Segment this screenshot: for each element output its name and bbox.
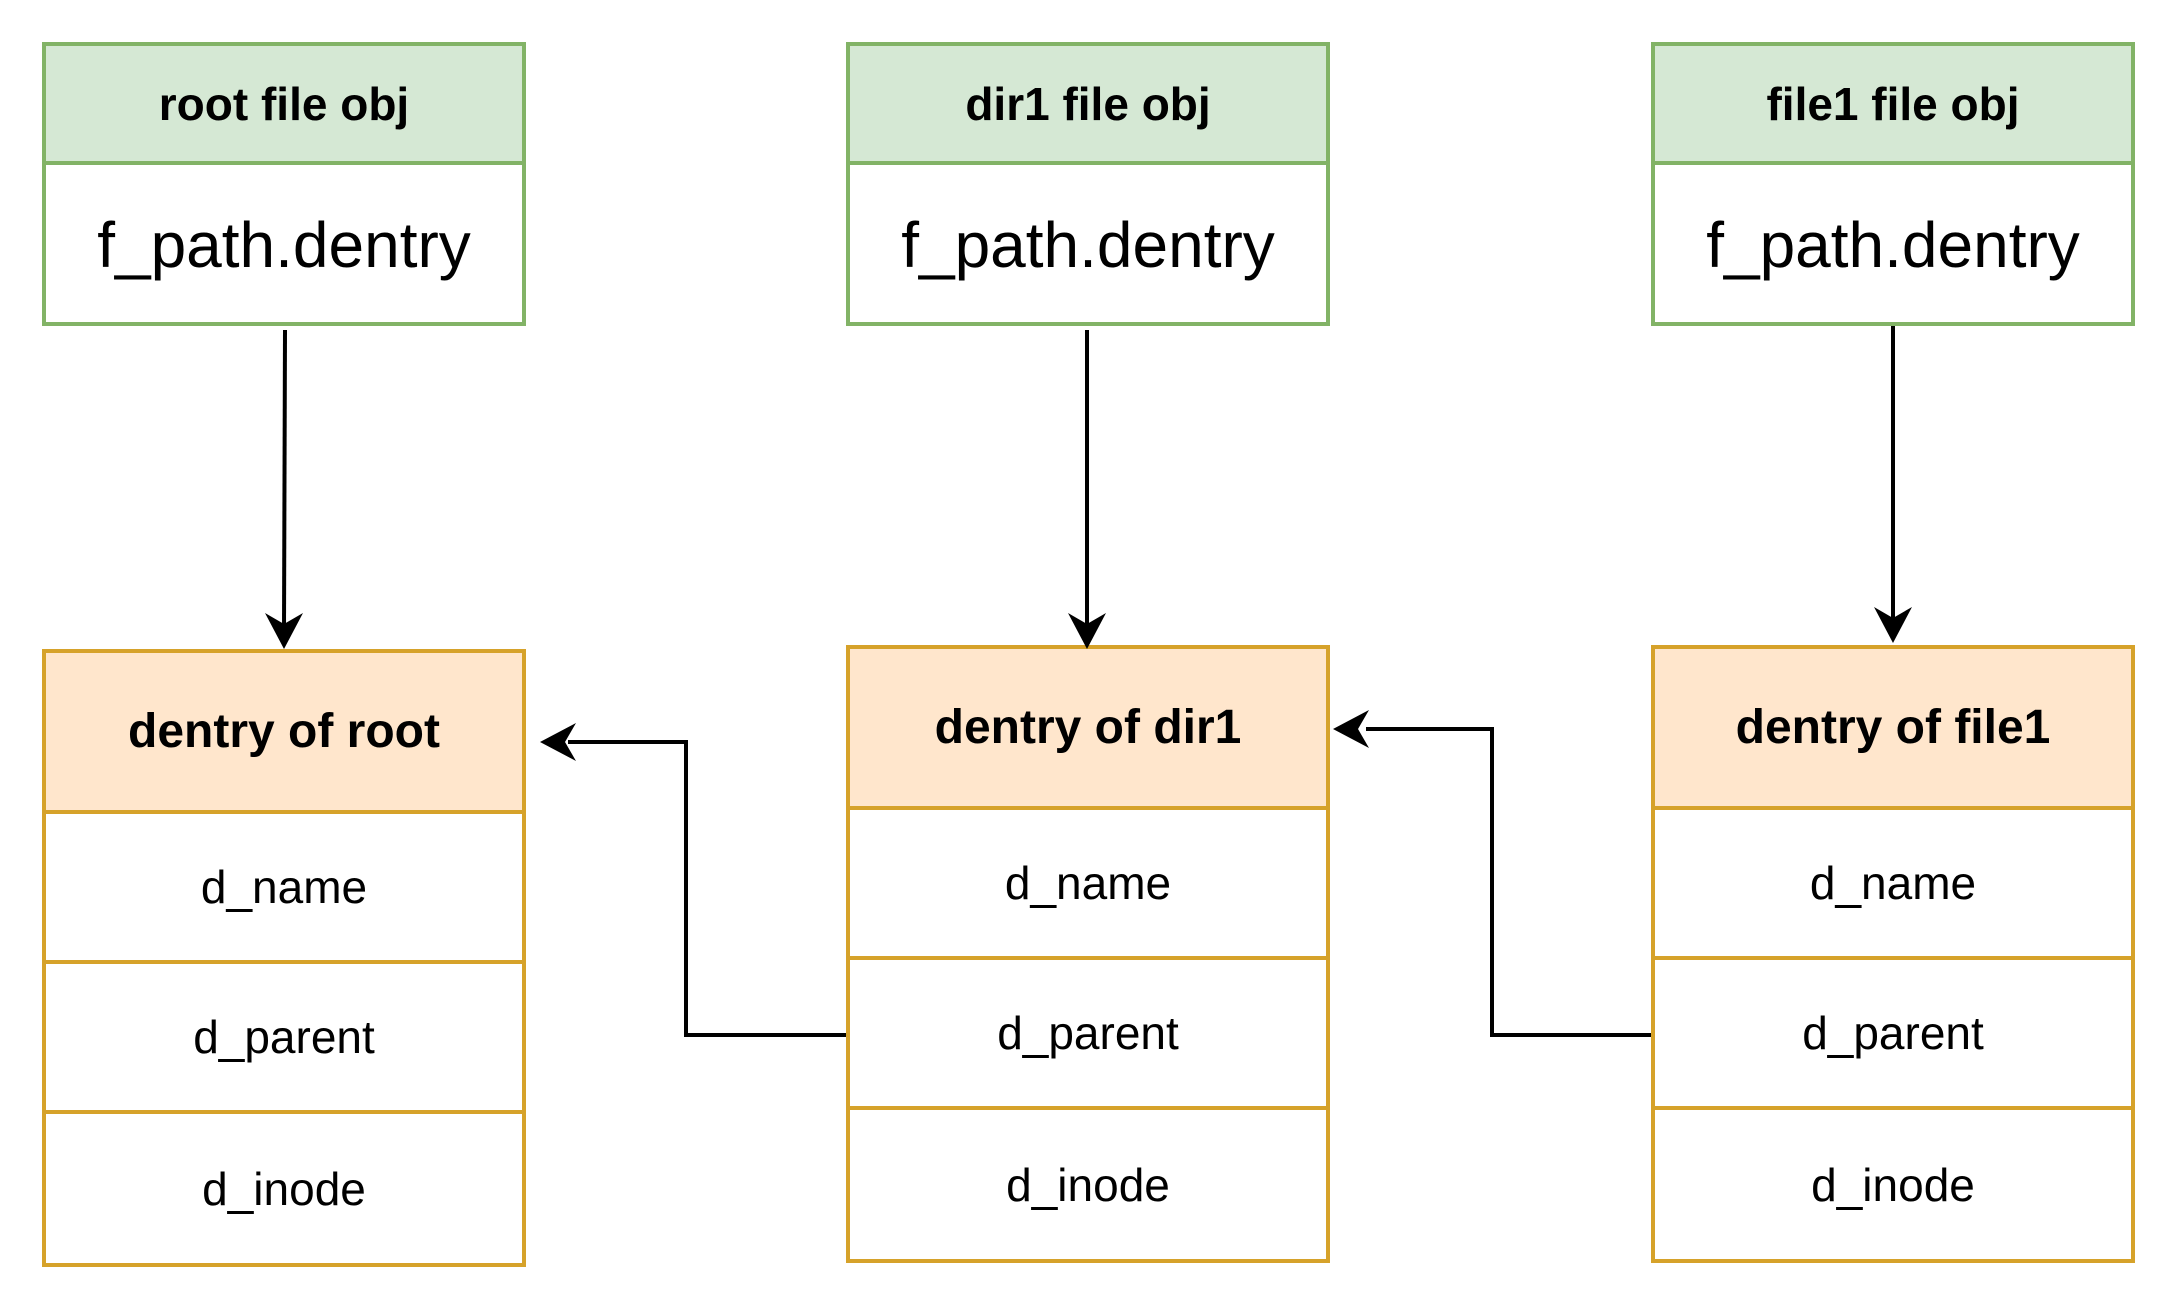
dentry-of-dir1-d-inode: d_inode bbox=[1006, 1159, 1170, 1211]
arrowhead-dir1-dentry bbox=[1068, 613, 1106, 649]
dir1-file-obj: dir1 file obj f_path.dentry bbox=[846, 42, 1330, 326]
dentry-of-file1-d-parent: d_parent bbox=[1655, 960, 2131, 1110]
root-file-obj-field: f_path.dentry bbox=[97, 208, 471, 281]
dentry-of-file1: dentry of file1 d_name d_parent d_inode bbox=[1651, 645, 2135, 1263]
file1-file-obj: file1 file obj f_path.dentry bbox=[1651, 42, 2135, 326]
file1-file-obj-field: f_path.dentry bbox=[1706, 208, 2080, 281]
arrowhead-to-dir1-dentry bbox=[1333, 710, 1369, 748]
file1-file-obj-title: file1 file obj bbox=[1655, 46, 2131, 165]
dentry-of-root-d-parent: d_parent bbox=[46, 964, 522, 1114]
arrowhead-file1-dentry bbox=[1874, 607, 1912, 643]
dir1-file-obj-title: dir1 file obj bbox=[850, 46, 1326, 165]
dentry-of-file1-d-inode: d_inode bbox=[1811, 1159, 1975, 1211]
arrowhead-root-dentry bbox=[265, 613, 303, 649]
arrow-file1-parent-to-dir1 bbox=[1366, 727, 1651, 1037]
dentry-of-root-d-name: d_name bbox=[46, 814, 522, 964]
dentry-of-dir1: dentry of dir1 d_name d_parent d_inode bbox=[846, 645, 1330, 1263]
dentry-of-dir1-d-parent: d_parent bbox=[850, 960, 1326, 1110]
root-file-obj: root file obj f_path.dentry bbox=[42, 42, 526, 326]
dentry-of-root-d-inode: d_inode bbox=[202, 1163, 366, 1215]
dentry-of-file1-d-name: d_name bbox=[1655, 810, 2131, 960]
dentry-of-root-title: dentry of root bbox=[46, 653, 522, 814]
root-file-obj-title: root file obj bbox=[46, 46, 522, 165]
dentry-of-file1-title: dentry of file1 bbox=[1655, 649, 2131, 810]
arrow-dir1-parent-to-root bbox=[568, 740, 846, 1037]
arrowhead-to-root-dentry bbox=[540, 723, 576, 761]
dentry-of-root: dentry of root d_name d_parent d_inode bbox=[42, 649, 526, 1267]
dentry-of-dir1-title: dentry of dir1 bbox=[850, 649, 1326, 810]
arrow-root-file-to-dentry bbox=[282, 329, 287, 629]
dir1-file-obj-field: f_path.dentry bbox=[901, 208, 1275, 281]
dentry-of-dir1-d-name: d_name bbox=[850, 810, 1326, 960]
